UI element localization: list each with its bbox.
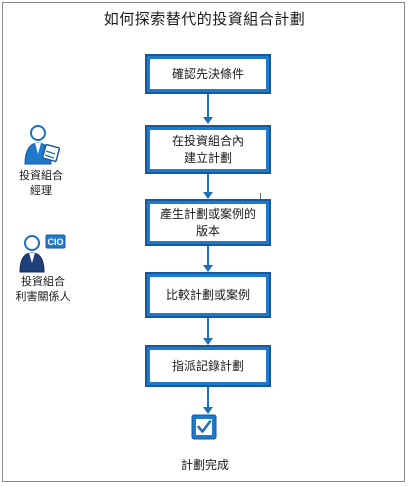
connector-line [207, 174, 209, 193]
step-label: 比較計劃或案例 [165, 287, 250, 302]
arrow-down-icon [203, 117, 213, 124]
diagram-title: 如何探索替代的投資組合計劃 [103, 10, 306, 28]
connector-line [207, 387, 209, 408]
step-create-plan: 在投資組合內 建立計劃 [145, 125, 271, 174]
connector-line [207, 246, 209, 266]
connector-line [207, 94, 209, 118]
step-assign-plan-of-record: 指派記錄計劃 [145, 345, 271, 387]
cio-badge-text: CIO [47, 237, 63, 247]
connector-line [207, 318, 209, 339]
role-label-stakeholder: 投資組合 利害關係人 [15, 275, 71, 303]
completion-label: 計劃完成 [180, 458, 229, 472]
tick-mark [260, 193, 261, 201]
arrow-down-icon [203, 338, 213, 345]
step-label: 在投資組合內 建立計劃 [171, 133, 244, 165]
portfolio-manager-icon [24, 125, 61, 165]
step-label: 指派記錄計劃 [171, 358, 244, 373]
step-label: 產生計劃或案例的 版本 [159, 206, 256, 238]
arrow-down-icon [203, 192, 213, 199]
arrow-down-icon [203, 265, 213, 272]
step-label: 確認先決條件 [171, 66, 244, 81]
step-generate-versions: 產生計劃或案例的 版本 [145, 199, 271, 246]
role-label-portfolio-manager: 投資組合 經理 [19, 169, 63, 197]
step-compare-plans: 比較計劃或案例 [145, 272, 271, 318]
arrow-down-icon [203, 407, 213, 414]
step-confirm-prerequisites: 確認先決條件 [145, 54, 271, 94]
stakeholder-icon: CIO [19, 234, 66, 273]
checkbox-icon [191, 414, 217, 440]
